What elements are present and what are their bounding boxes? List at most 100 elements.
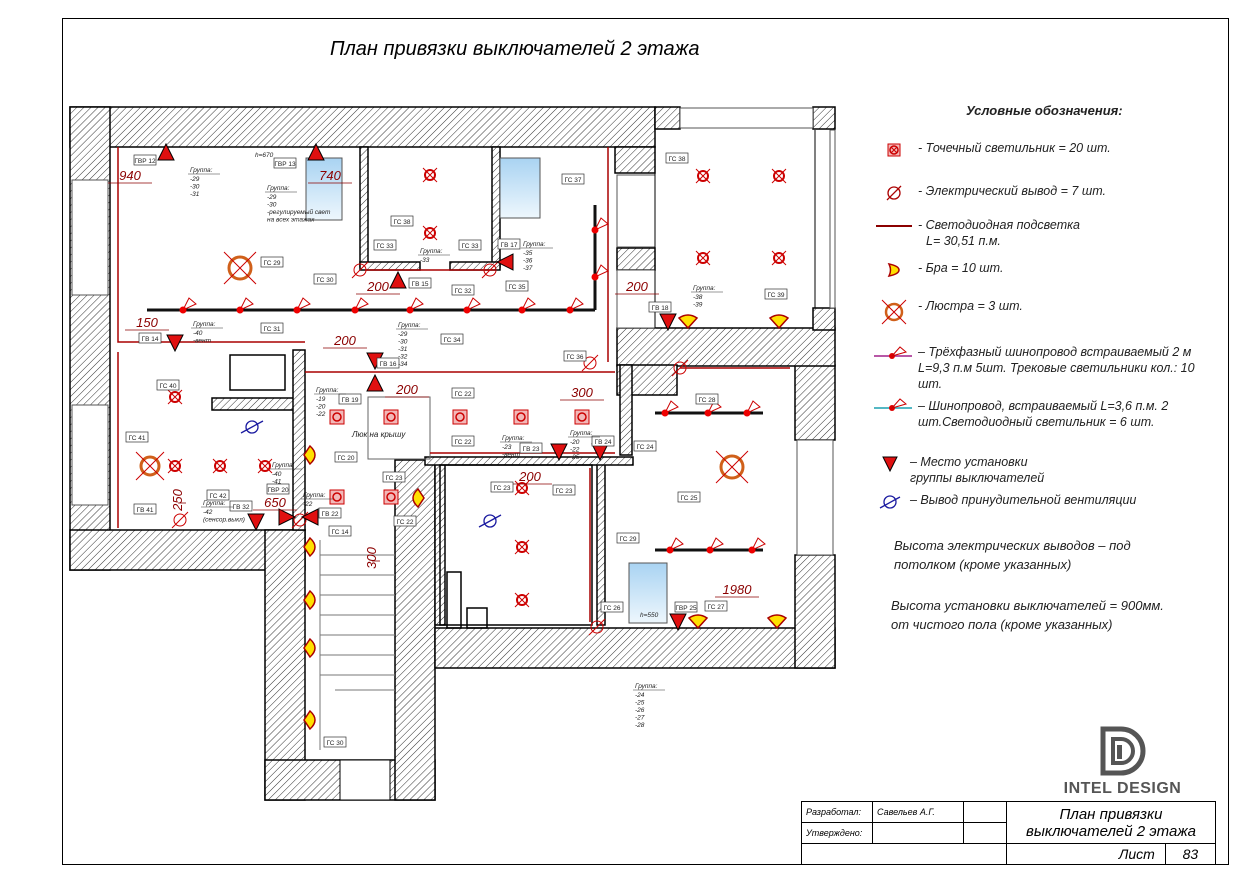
fixture-tag: ГС 27 [708,604,725,611]
sconce-icon [677,314,699,330]
interior-lines [229,130,816,801]
empty-cell [872,822,964,844]
track-light-mount [236,306,244,314]
tag-box [138,332,162,344]
fixture-tag: ГС 35 [509,284,526,291]
track-light-icon [666,537,684,554]
group-heading: Группа: [316,387,339,394]
tag-box [616,532,640,544]
fixture-tag: ГС 22 [397,519,414,526]
spotlight-ring [577,412,587,422]
chandelier-ring [139,455,161,477]
track-light-icon [351,297,369,314]
spotlight-body [329,489,345,505]
tag-box [393,515,417,527]
tag-box [451,284,475,296]
fixture-tag: ГВ 32 [233,504,250,511]
tag-box [382,471,406,483]
fixture-tag: ГС 29 [264,260,281,267]
outlet-slash [351,261,369,279]
fixture-tag: ГВ 18 [652,305,669,312]
spotlight-ring [332,492,342,502]
fixture-tag: ГС 38 [669,156,686,163]
spotlight-ring [332,412,342,422]
track-light-mount [179,306,187,314]
sconce-icon [687,614,709,630]
group-item: -19 [316,396,326,403]
track-light-head [568,297,584,312]
outlet-ring [293,513,307,527]
tag-box [519,442,543,454]
outlet-ring [590,620,604,634]
tag-box [273,157,297,169]
tag-box [497,238,521,250]
group-item: -вент [502,452,521,459]
group-item: -25 [570,454,580,461]
downlight-cross [695,168,711,184]
group-item: -24 [635,692,645,699]
track-light-head [465,297,481,312]
downlight-ring [169,391,181,403]
track-light-mount [591,273,599,281]
vent-ring [245,420,259,434]
fixture-tag: ГС 41 [129,435,146,442]
group-item: -27 [635,715,645,722]
ventilation-icon [478,514,502,528]
spotlight-icon [329,409,345,425]
outlet-ring [353,263,367,277]
downlight-icon [514,592,530,608]
tag-box [328,525,352,537]
tag-box [704,600,728,612]
tag-box [648,301,672,313]
spotlight-body [452,409,468,425]
fixture-tag: ГВ 17 [501,242,518,249]
downlight-cross [257,458,273,474]
switch-group-icon [659,313,677,332]
dimension-label: 200 [333,333,356,348]
track-light-head [750,537,766,552]
group-heading: Группа: [635,683,658,690]
plan-note: Люк на крышу [351,430,406,439]
tag-box [458,239,482,251]
spotlight-icon [329,489,345,505]
note-line: потолком (кроме указанных) [894,557,1072,572]
group-item: -41 [272,479,282,486]
group-heading: Группа: [303,492,326,499]
chandelier-ring [719,454,745,480]
group-heading: Группа: [272,462,295,469]
plan-note: h=550 [640,612,659,619]
track-light-head [353,297,369,312]
tag-box [677,491,701,503]
logo-mark-icon [1100,726,1145,776]
dimension-label: 150 [136,315,158,330]
sconce-icon [303,589,316,611]
spotlight-body [513,409,529,425]
track-light-head [668,537,684,552]
group-item: -40 [193,330,203,337]
downlight-ring [773,170,785,182]
group-item: -32 [398,354,408,361]
outlet-slash [291,511,309,529]
track-light-mount [351,306,359,314]
track-light-icon [236,297,254,314]
spotlight-body [383,489,399,505]
ventilation-icon [870,492,910,514]
downlight-cross [514,480,530,496]
group-item: -20 [570,439,580,446]
tag-box [561,173,585,185]
dimension-label: 200 [625,279,648,294]
track-light-icon [293,297,311,314]
led-strip-icon [870,217,918,239]
developer-name: Савельев А.Г. [872,801,964,823]
tag-box [206,489,230,501]
group-item: -вент [193,338,212,345]
downlight-icon [771,250,787,266]
drawing-frame [62,18,1229,865]
group-item: -30 [267,202,277,209]
switch-group-icon [366,373,384,392]
